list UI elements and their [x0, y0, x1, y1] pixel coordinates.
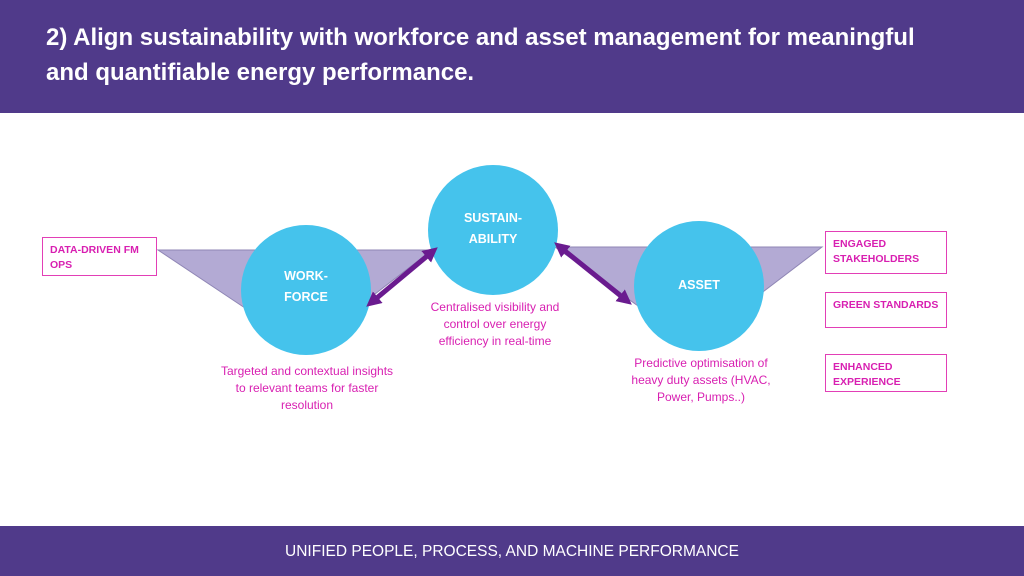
tag-engaged-stakeholders: ENGAGED STAKEHOLDERS	[825, 231, 947, 274]
tag-green-standards: GREEN STANDARDS	[825, 292, 947, 328]
asset-circle	[634, 221, 764, 351]
header-bar	[0, 0, 1024, 113]
footer-bar	[0, 526, 1024, 576]
tag-data-driven-fm-ops: DATA-DRIVEN FM OPS	[42, 237, 157, 276]
sustainability-circle	[428, 165, 558, 295]
arrow-workforce-sustainability	[366, 247, 438, 307]
footer-text: UNIFIED PEOPLE, PROCESS, AND MACHINE PER…	[285, 543, 739, 560]
arrow-sustainability-asset	[554, 242, 632, 305]
asset-caption: Predictive optimisation of heavy duty as…	[631, 356, 771, 404]
asset-label: ASSET	[678, 278, 720, 292]
workforce-label: WORK- FORCE	[284, 269, 328, 304]
tag-enhanced-experience: ENHANCED EXPERIENCE	[825, 354, 947, 392]
sustainability-caption: Centralised visibility and control over …	[430, 300, 560, 348]
workforce-circle	[241, 225, 371, 355]
workforce-caption: Targeted and contextual insights to rele…	[220, 364, 394, 412]
slide-title: 2) Align sustainability with workforce a…	[46, 24, 915, 86]
sustainability-label: SUSTAIN- ABILITY	[463, 211, 523, 246]
